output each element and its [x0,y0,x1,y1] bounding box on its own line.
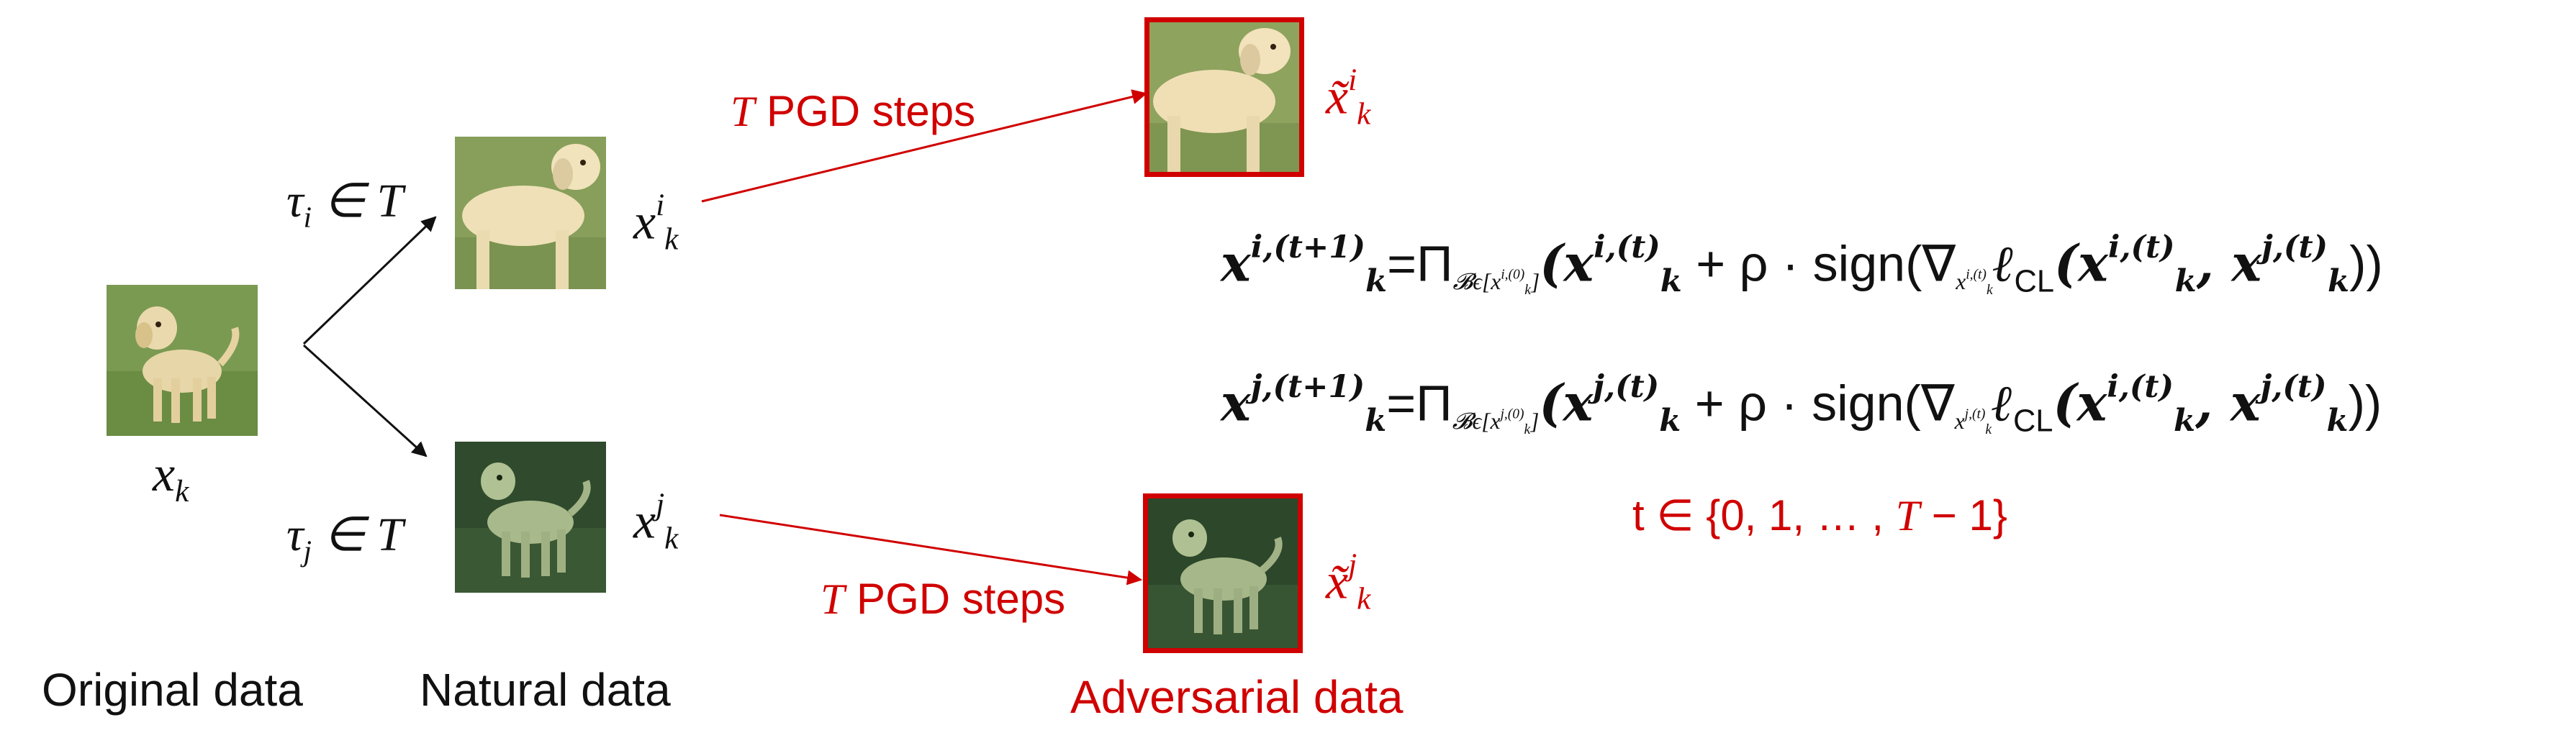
arrow-to-adversarial-j [719,514,1143,586]
pgd-steps-label-top: T PGD steps [731,87,976,135]
natural-dog-image-i [455,137,606,289]
dog-photo-icon [1148,498,1298,648]
dog-photo-icon [455,442,606,593]
label-x-k-j: xjk [633,487,679,556]
dog-photo-icon [107,285,258,436]
natural-dog-image-j [455,442,606,593]
label-x-tilde-k-j: x̃jk [1326,547,1371,616]
label-x-tilde-k-i: x̃ik [1326,63,1371,132]
arrow-to-natural-i [302,216,437,345]
arrow-to-natural-j [302,344,428,457]
label-tau-i: τi ∈ T [286,175,404,234]
adversarial-frame-i [1144,17,1304,177]
dog-photo-icon [455,137,606,289]
pgd-steps-label-bottom: T PGD steps [821,575,1066,623]
caption-natural-data: Natural data [420,664,671,716]
equation-update-i: xi,(t+1)k=Π𝓑ϵ[xi,(0)k](xi,(t)k + ρ · sig… [1221,229,2383,300]
t-range-label: t ∈ {0, 1, … , T − 1} [1632,491,2007,539]
label-x-k-i: xik [633,188,679,257]
label-x-k: xk [153,447,189,509]
caption-original-data: Original data [42,664,303,716]
arrow-to-adversarial-i [701,89,1148,203]
caption-adversarial-data: Adversarial data [1070,671,1404,723]
adversarial-dog-image-j [1148,498,1298,648]
adversarial-dog-image-i [1149,22,1299,172]
adversarial-frame-j [1143,493,1303,653]
label-tau-j: τj ∈ T [286,509,404,568]
dog-photo-icon [1149,22,1299,172]
equation-update-j: xj,(t+1)k=Π𝓑ϵ[xj,(0)k](xj,(t)k + ρ · sig… [1221,368,2382,439]
original-dog-image [107,285,258,436]
